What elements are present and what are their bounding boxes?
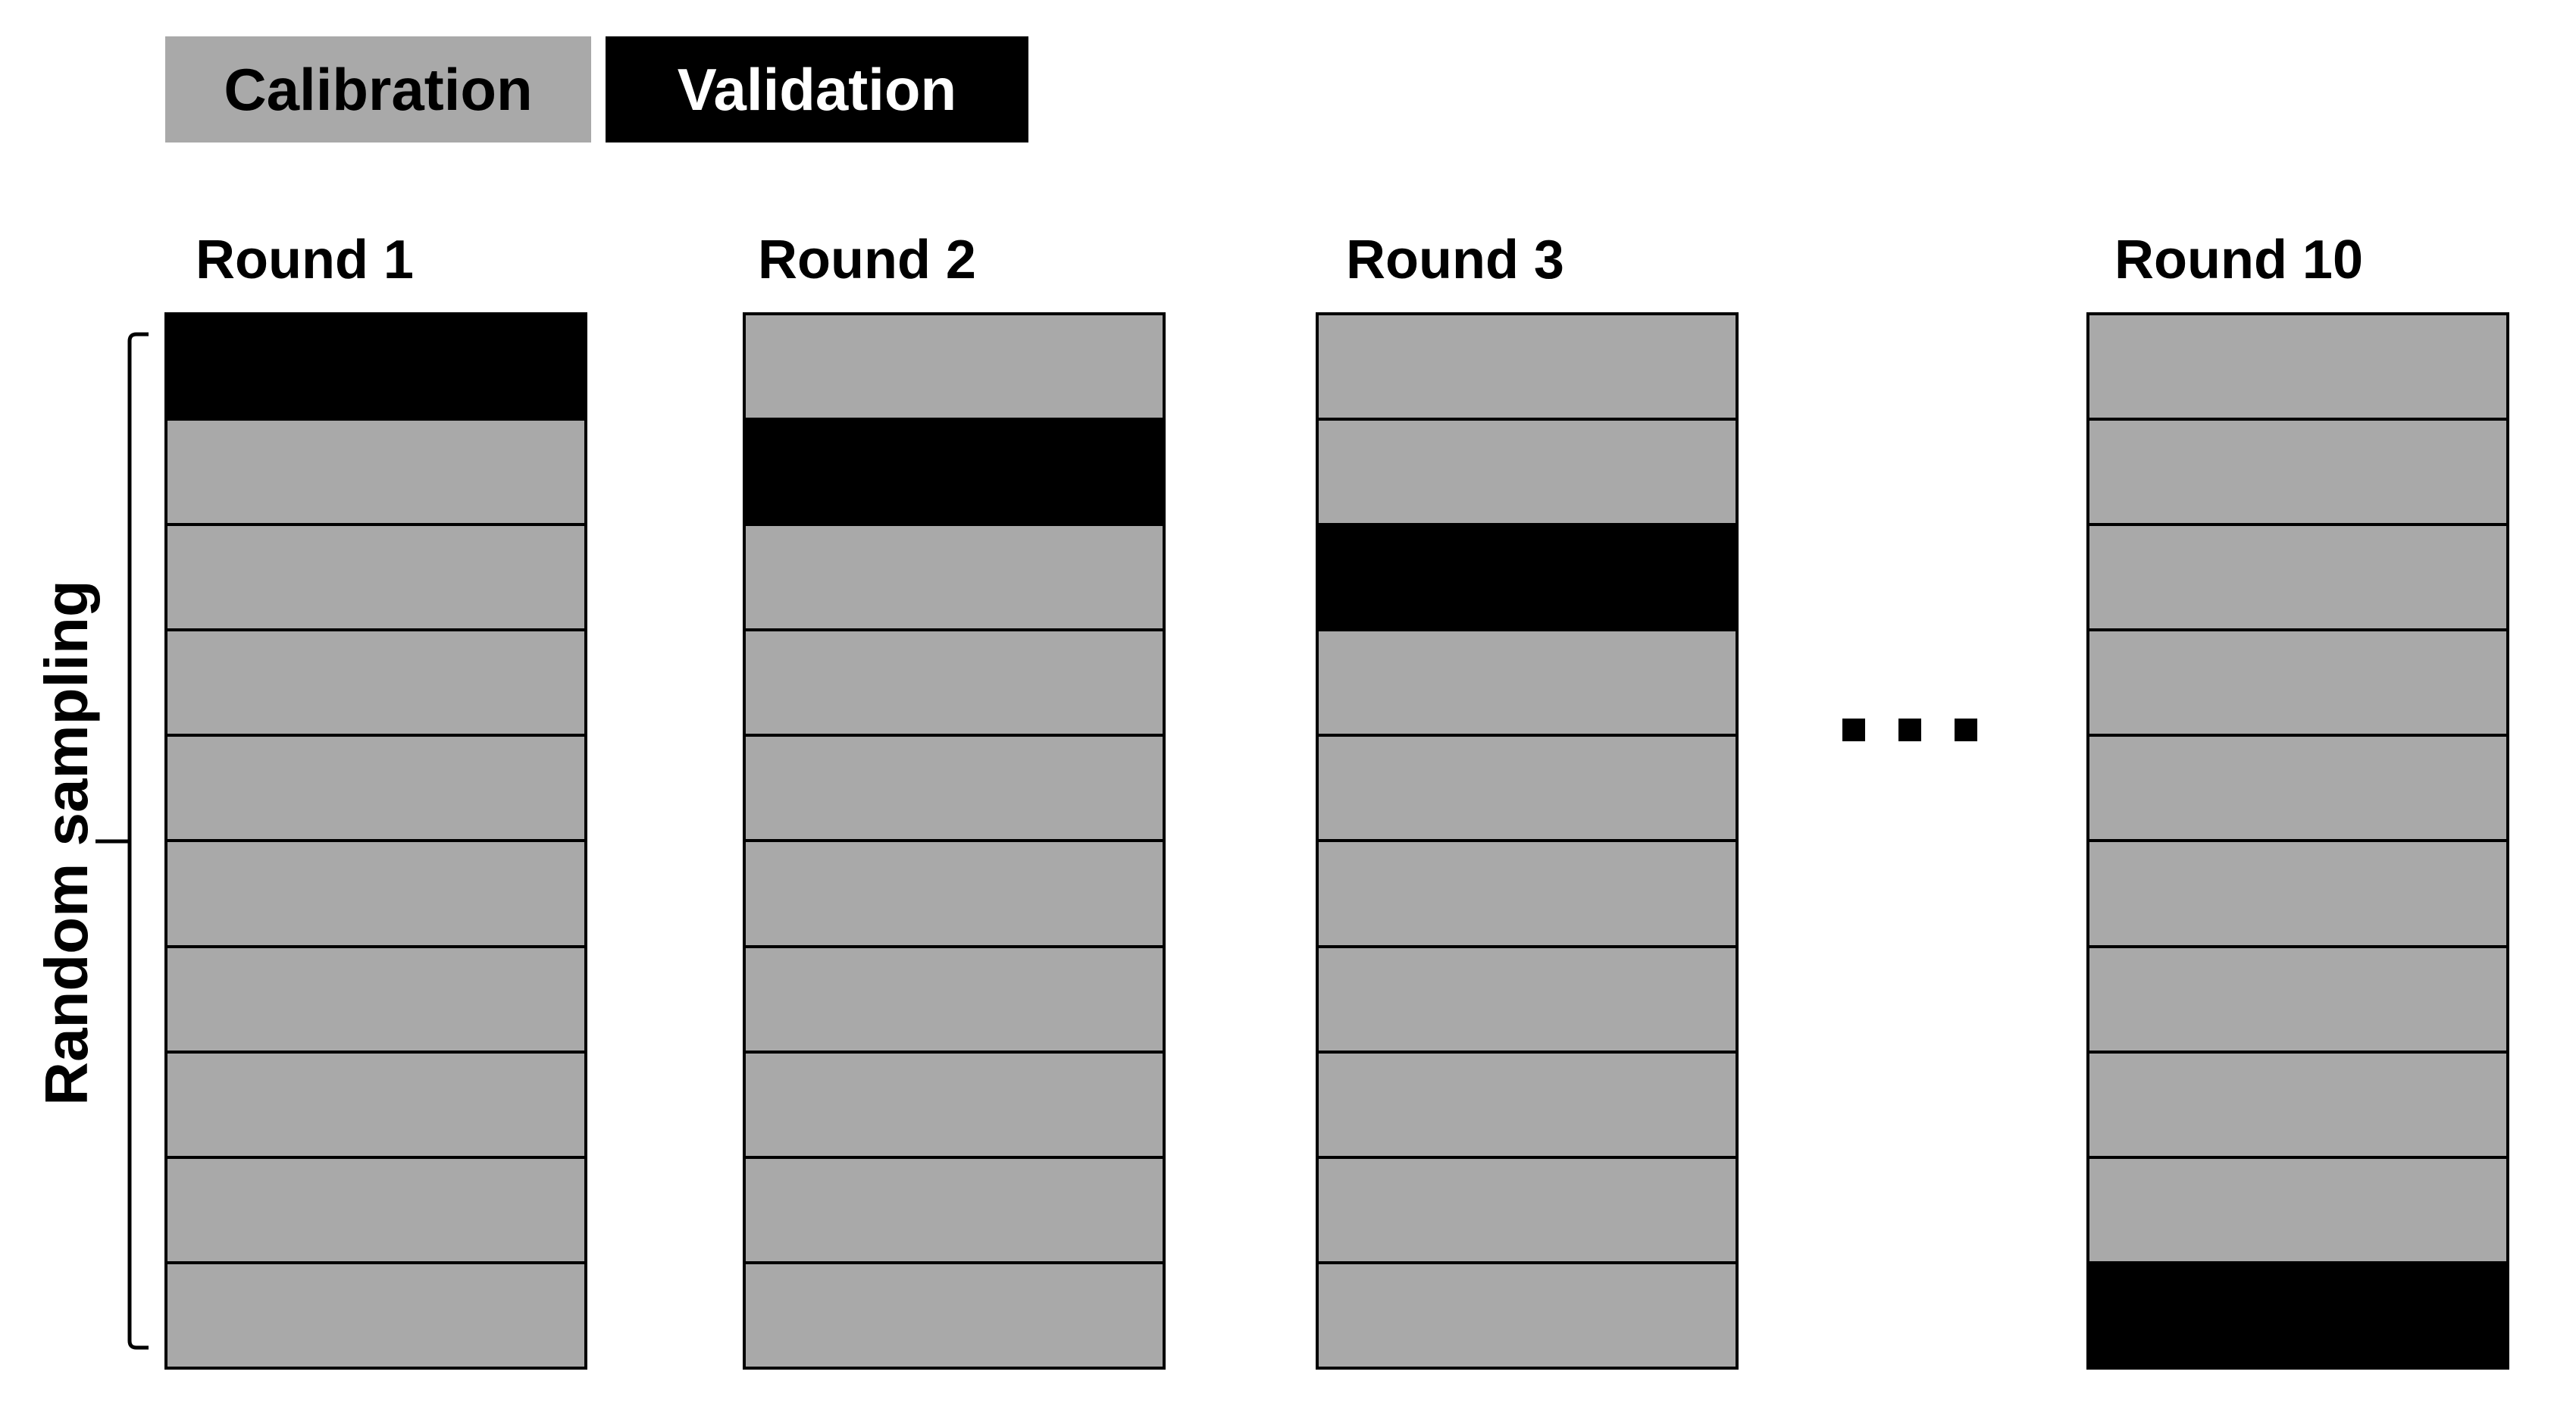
cell-validation <box>167 315 584 418</box>
cell-calibration <box>1319 1155 1736 1261</box>
cell-calibration <box>167 1050 584 1156</box>
cell-calibration <box>167 734 584 840</box>
cell-validation <box>2089 1260 2506 1367</box>
random-sampling-bracket <box>95 332 149 1350</box>
cell-calibration <box>2089 1050 2506 1156</box>
ellipsis-square <box>1955 719 1977 741</box>
cell-calibration <box>746 523 1163 629</box>
bracket-spine <box>127 332 149 1350</box>
round-1-column <box>164 312 587 1370</box>
cell-calibration <box>1319 1050 1736 1156</box>
cell-calibration <box>2089 418 2506 524</box>
cell-calibration <box>746 1050 1163 1156</box>
cell-calibration <box>746 734 1163 840</box>
cell-calibration <box>1319 944 1736 1051</box>
cell-calibration <box>746 628 1163 734</box>
cell-calibration <box>167 418 584 524</box>
round-3-title: Round 3 <box>1346 230 1564 290</box>
cell-calibration <box>167 1155 584 1261</box>
cell-calibration <box>746 839 1163 945</box>
cell-calibration <box>167 944 584 1051</box>
cell-calibration <box>2089 315 2506 418</box>
cell-calibration <box>1319 418 1736 524</box>
cell-calibration <box>746 315 1163 418</box>
round-1-title: Round 1 <box>196 230 414 290</box>
random-sampling-label: Random sampling <box>33 580 100 1106</box>
cell-calibration <box>746 1260 1163 1367</box>
cell-calibration <box>2089 944 2506 1051</box>
legend-label-validation: Validation <box>677 56 957 123</box>
cell-calibration <box>1319 734 1736 840</box>
cell-calibration <box>746 1155 1163 1261</box>
cell-calibration <box>167 839 584 945</box>
cell-calibration <box>2089 734 2506 840</box>
round-2-title: Round 2 <box>758 230 976 290</box>
round-10-title: Round 10 <box>2114 230 2364 290</box>
legend-item-calibration: Calibration <box>165 36 591 142</box>
ellipsis-square <box>1898 719 1921 741</box>
cell-calibration <box>167 1260 584 1367</box>
cell-calibration <box>2089 628 2506 734</box>
cell-calibration <box>1319 1260 1736 1367</box>
round-3-column <box>1316 312 1739 1370</box>
cell-validation <box>1319 523 1736 629</box>
cell-validation <box>746 418 1163 524</box>
round-10-column <box>2086 312 2509 1370</box>
ellipsis-square <box>1842 719 1865 741</box>
cell-calibration <box>167 523 584 629</box>
cell-calibration <box>1319 839 1736 945</box>
round-2-column <box>743 312 1166 1370</box>
legend-label-calibration: Calibration <box>224 56 533 123</box>
cell-calibration <box>746 944 1163 1051</box>
ellipsis-dots <box>1842 719 1977 741</box>
cell-calibration <box>167 628 584 734</box>
cell-calibration <box>1319 628 1736 734</box>
cell-calibration <box>2089 839 2506 945</box>
legend-item-validation: Validation <box>606 36 1028 142</box>
cell-calibration <box>2089 1155 2506 1261</box>
cell-calibration <box>2089 523 2506 629</box>
cell-calibration <box>1319 315 1736 418</box>
